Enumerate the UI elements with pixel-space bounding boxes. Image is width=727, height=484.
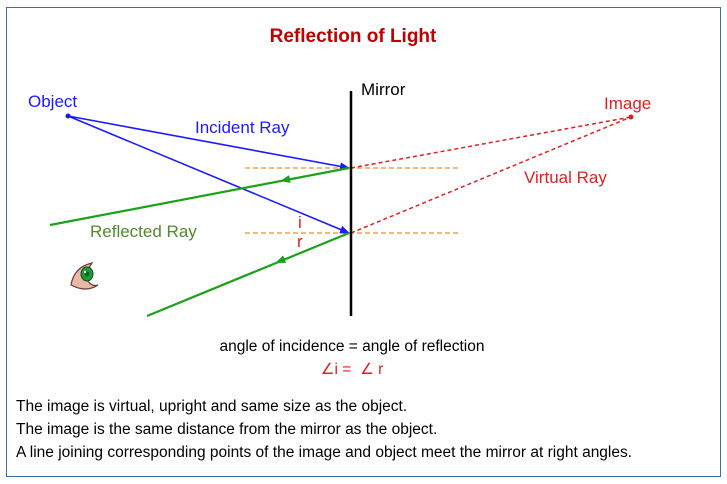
- note-line: The image is the same distance from the …: [16, 421, 438, 438]
- virtual-ray-bottom: [350, 116, 632, 234]
- reflected-ray-bottom: [146, 231, 350, 318]
- reflected-ray-bottom-arrow: [275, 255, 291, 263]
- incident-ray-label: Incident Ray: [195, 118, 290, 137]
- diagram-frame: [6, 7, 721, 477]
- angle-i-label: i: [298, 213, 302, 232]
- eye-icon: [70, 262, 99, 290]
- incident-ray-bottom: [67, 115, 350, 234]
- virtual-ray-top: [350, 116, 632, 169]
- image-label: Image: [604, 94, 651, 113]
- incident-ray-top: [67, 115, 350, 171]
- note-line: A line joining corresponding points of t…: [16, 444, 633, 461]
- law-formula: ∠i = ∠ r: [321, 361, 384, 378]
- notes: The image is virtual, upright and same s…: [16, 395, 632, 464]
- object-point: [65, 113, 71, 119]
- reflected-ray-top-arrow: [280, 175, 296, 183]
- angle-r-label: r: [297, 232, 303, 251]
- mirror-label: Mirror: [361, 80, 406, 99]
- image-point: [628, 114, 634, 120]
- reflected-ray-label: Reflected Ray: [90, 222, 197, 241]
- virtual-ray-label: Virtual Ray: [524, 168, 607, 187]
- object-label: Object: [28, 92, 77, 111]
- note-line: The image is virtual, upright and same s…: [16, 398, 408, 415]
- reflected-ray-top: [49, 166, 350, 227]
- title: Reflection of Light: [270, 26, 437, 47]
- law-statement: angle of incidence = angle of reflection: [220, 338, 485, 355]
